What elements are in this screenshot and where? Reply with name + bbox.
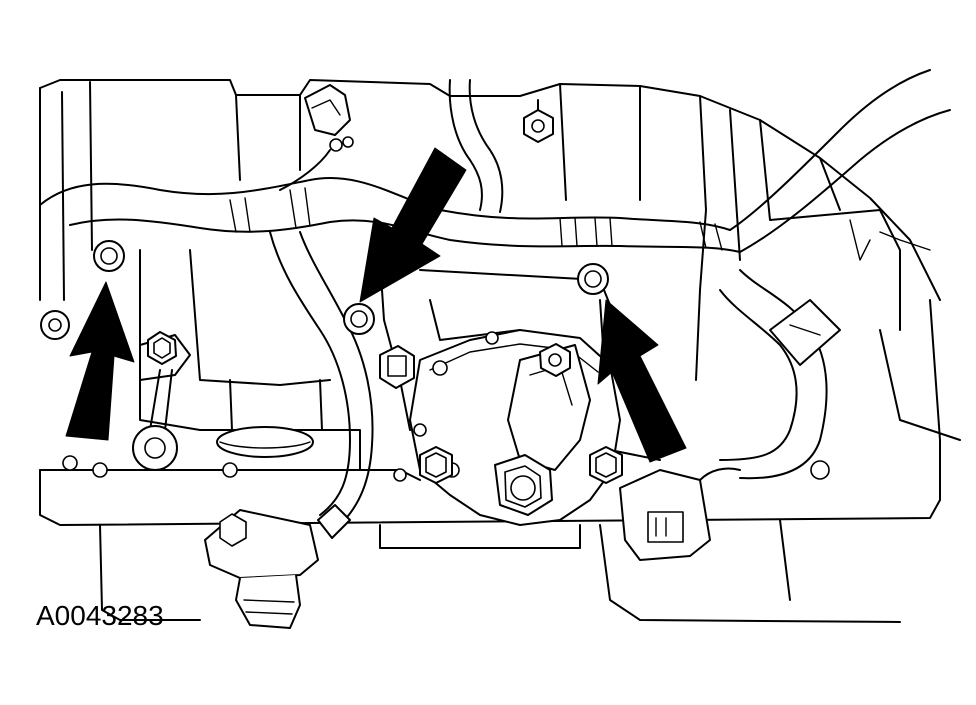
figure-id-label: A0043283: [36, 600, 164, 631]
arrow-bolt-center-icon: [360, 148, 466, 302]
speed-sensor-connector: [205, 505, 350, 628]
arrow-bolt-right-icon: [598, 300, 686, 462]
bolt-top: [524, 100, 553, 142]
arrow-bolt-left-icon: [66, 282, 134, 440]
wiring-harness: [40, 70, 950, 525]
range-sensor: [380, 330, 622, 525]
bolt-left: [94, 241, 124, 271]
bolt-right: [578, 264, 608, 294]
range-sensor-connector: [620, 468, 740, 560]
bolt-center: [344, 304, 374, 334]
linkage-bracket: [41, 311, 829, 481]
